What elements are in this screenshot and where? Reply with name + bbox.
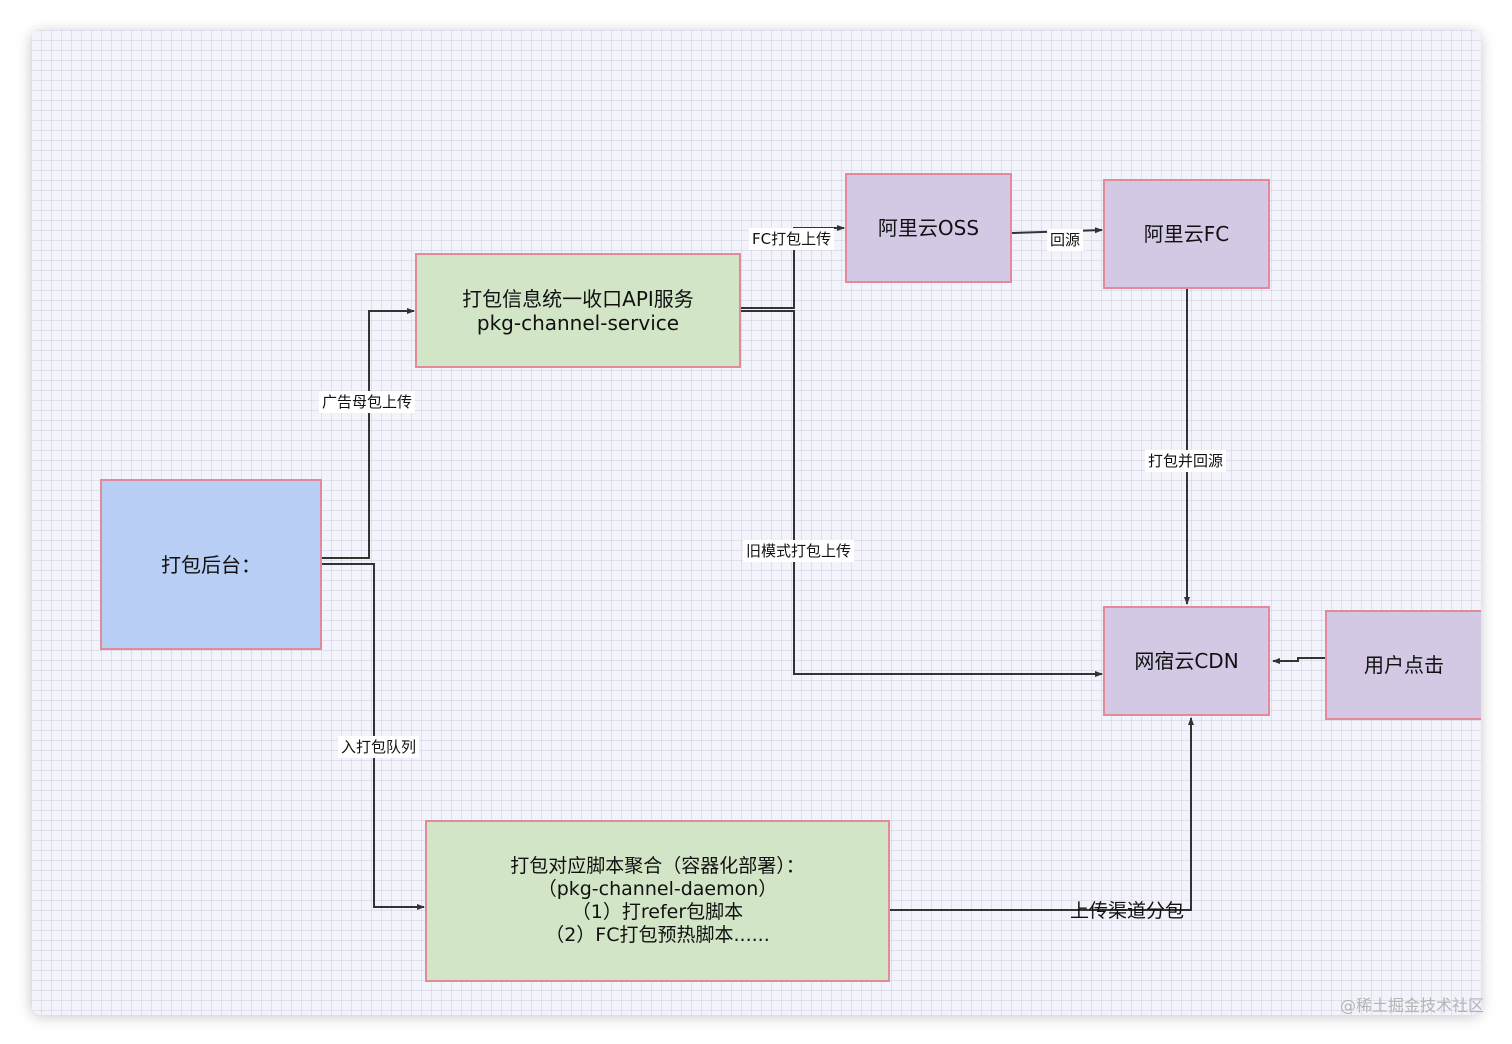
edge-label-old-mode: 旧模式打包上传 bbox=[743, 540, 855, 562]
edge-label-ad-upload: 广告母包上传 bbox=[319, 391, 416, 413]
daemon-node-label: 打包对应脚本聚合（容器化部署）： （pkg-channel-daemon） （1… bbox=[510, 855, 805, 946]
watermark-text: @稀土掘金技术社区 bbox=[1339, 996, 1484, 1015]
user-click-node[interactable]: 用户点击 bbox=[1325, 610, 1481, 720]
edge-label-pack-origin: 打包并回源 bbox=[1145, 450, 1227, 472]
edge-label-fc-upload: FC打包上传 bbox=[749, 228, 835, 250]
fc-node-label: 阿里云FC bbox=[1143, 222, 1230, 246]
api-service-node-label: 打包信息统一收口API服务 pkg-channel-service bbox=[462, 286, 694, 335]
cdn-node[interactable]: 网宿云CDN bbox=[1103, 606, 1270, 716]
api-service-node[interactable]: 打包信息统一收口API服务 pkg-channel-service bbox=[415, 253, 741, 368]
backend-node-label: 打包后台： bbox=[161, 552, 261, 577]
backend-node[interactable]: 打包后台： bbox=[100, 479, 322, 650]
daemon-node[interactable]: 打包对应脚本聚合（容器化部署）： （pkg-channel-daemon） （1… bbox=[425, 820, 890, 982]
cdn-node-label: 网宿云CDN bbox=[1134, 649, 1239, 673]
edge-label-queue: 入打包队列 bbox=[338, 736, 420, 758]
user-click-node-label: 用户点击 bbox=[1364, 653, 1444, 677]
fc-node[interactable]: 阿里云FC bbox=[1103, 179, 1270, 289]
oss-node-label: 阿里云OSS bbox=[877, 216, 980, 240]
edge-label-channel-upload: 上传渠道分包 bbox=[1070, 900, 1185, 922]
edge-label-origin: 回源 bbox=[1047, 229, 1084, 251]
oss-node[interactable]: 阿里云OSS bbox=[845, 173, 1012, 283]
